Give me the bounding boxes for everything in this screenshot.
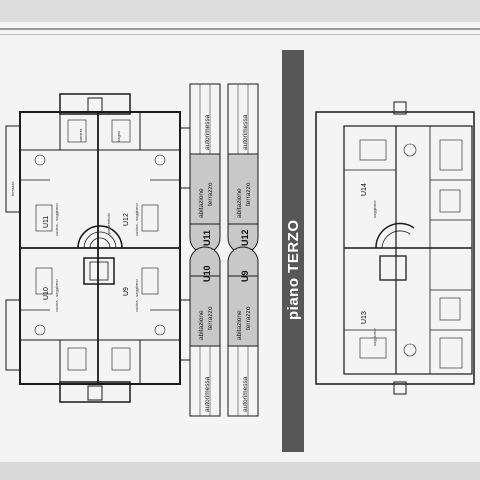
legend-U12-label: U12	[240, 229, 250, 246]
scan-bottom-margin	[0, 462, 480, 480]
unit-label-U11: U11	[43, 216, 50, 228]
unit-label-U14: U14	[361, 183, 368, 196]
legend-U12-terrace: terrazzo	[245, 182, 252, 206]
legend-U11-label: U11	[202, 230, 212, 246]
unit-label-U10: U10	[43, 287, 50, 300]
bedroom-label: camera	[78, 128, 83, 142]
legend-U9-garage: autorimessa	[242, 376, 249, 412]
terrace-note: terrazzo	[10, 181, 15, 196]
room-label-U14: soggiorno	[372, 200, 377, 218]
legend-U9-label: U9	[240, 270, 250, 282]
unit-legend	[189, 83, 259, 417]
room-label-U10: cucina - soggiorno	[54, 279, 59, 312]
sheet-border-line-inner	[0, 34, 480, 35]
floor-title-band	[282, 50, 304, 452]
legend-U10-terrace: terrazzo	[207, 306, 214, 330]
unit-label-U12: U12	[123, 213, 130, 226]
floor-title: piano TERZO	[285, 220, 302, 321]
unit-label-U13: U13	[361, 311, 368, 324]
legend-U9-terrace: terrazzo	[245, 306, 252, 330]
legend-U11-garage: autorimessa	[204, 114, 211, 150]
legend-U10-label: U10	[202, 265, 212, 282]
legend-U10-garage: autorimessa	[204, 376, 211, 412]
legend-U11-terrace: terrazzo	[207, 182, 214, 206]
legend-U12-home: abitazione	[236, 188, 243, 218]
left-floor-plan	[5, 93, 191, 403]
room-label-U13: soggiorno	[372, 328, 377, 346]
room-label-U12: cucina - soggiorno	[134, 203, 139, 236]
room-label-U9: cucina - soggiorno	[134, 279, 139, 312]
legend-U10-home: abitazione	[198, 310, 205, 340]
stair-landing-note: pianerottolo	[106, 212, 111, 234]
bath-label: bagno	[116, 130, 121, 142]
legend-U12-garage: autorimessa	[242, 114, 249, 150]
sheet-border-line	[0, 28, 480, 30]
unit-label-U9: U9	[123, 287, 130, 296]
legend-U11-home: abitazione	[198, 188, 205, 218]
right-floor-plan	[315, 101, 475, 395]
scan-top-margin	[0, 0, 480, 22]
legend-U9-home: abitazione	[236, 310, 243, 340]
room-label-U11: cucina - soggiorno	[54, 203, 59, 236]
